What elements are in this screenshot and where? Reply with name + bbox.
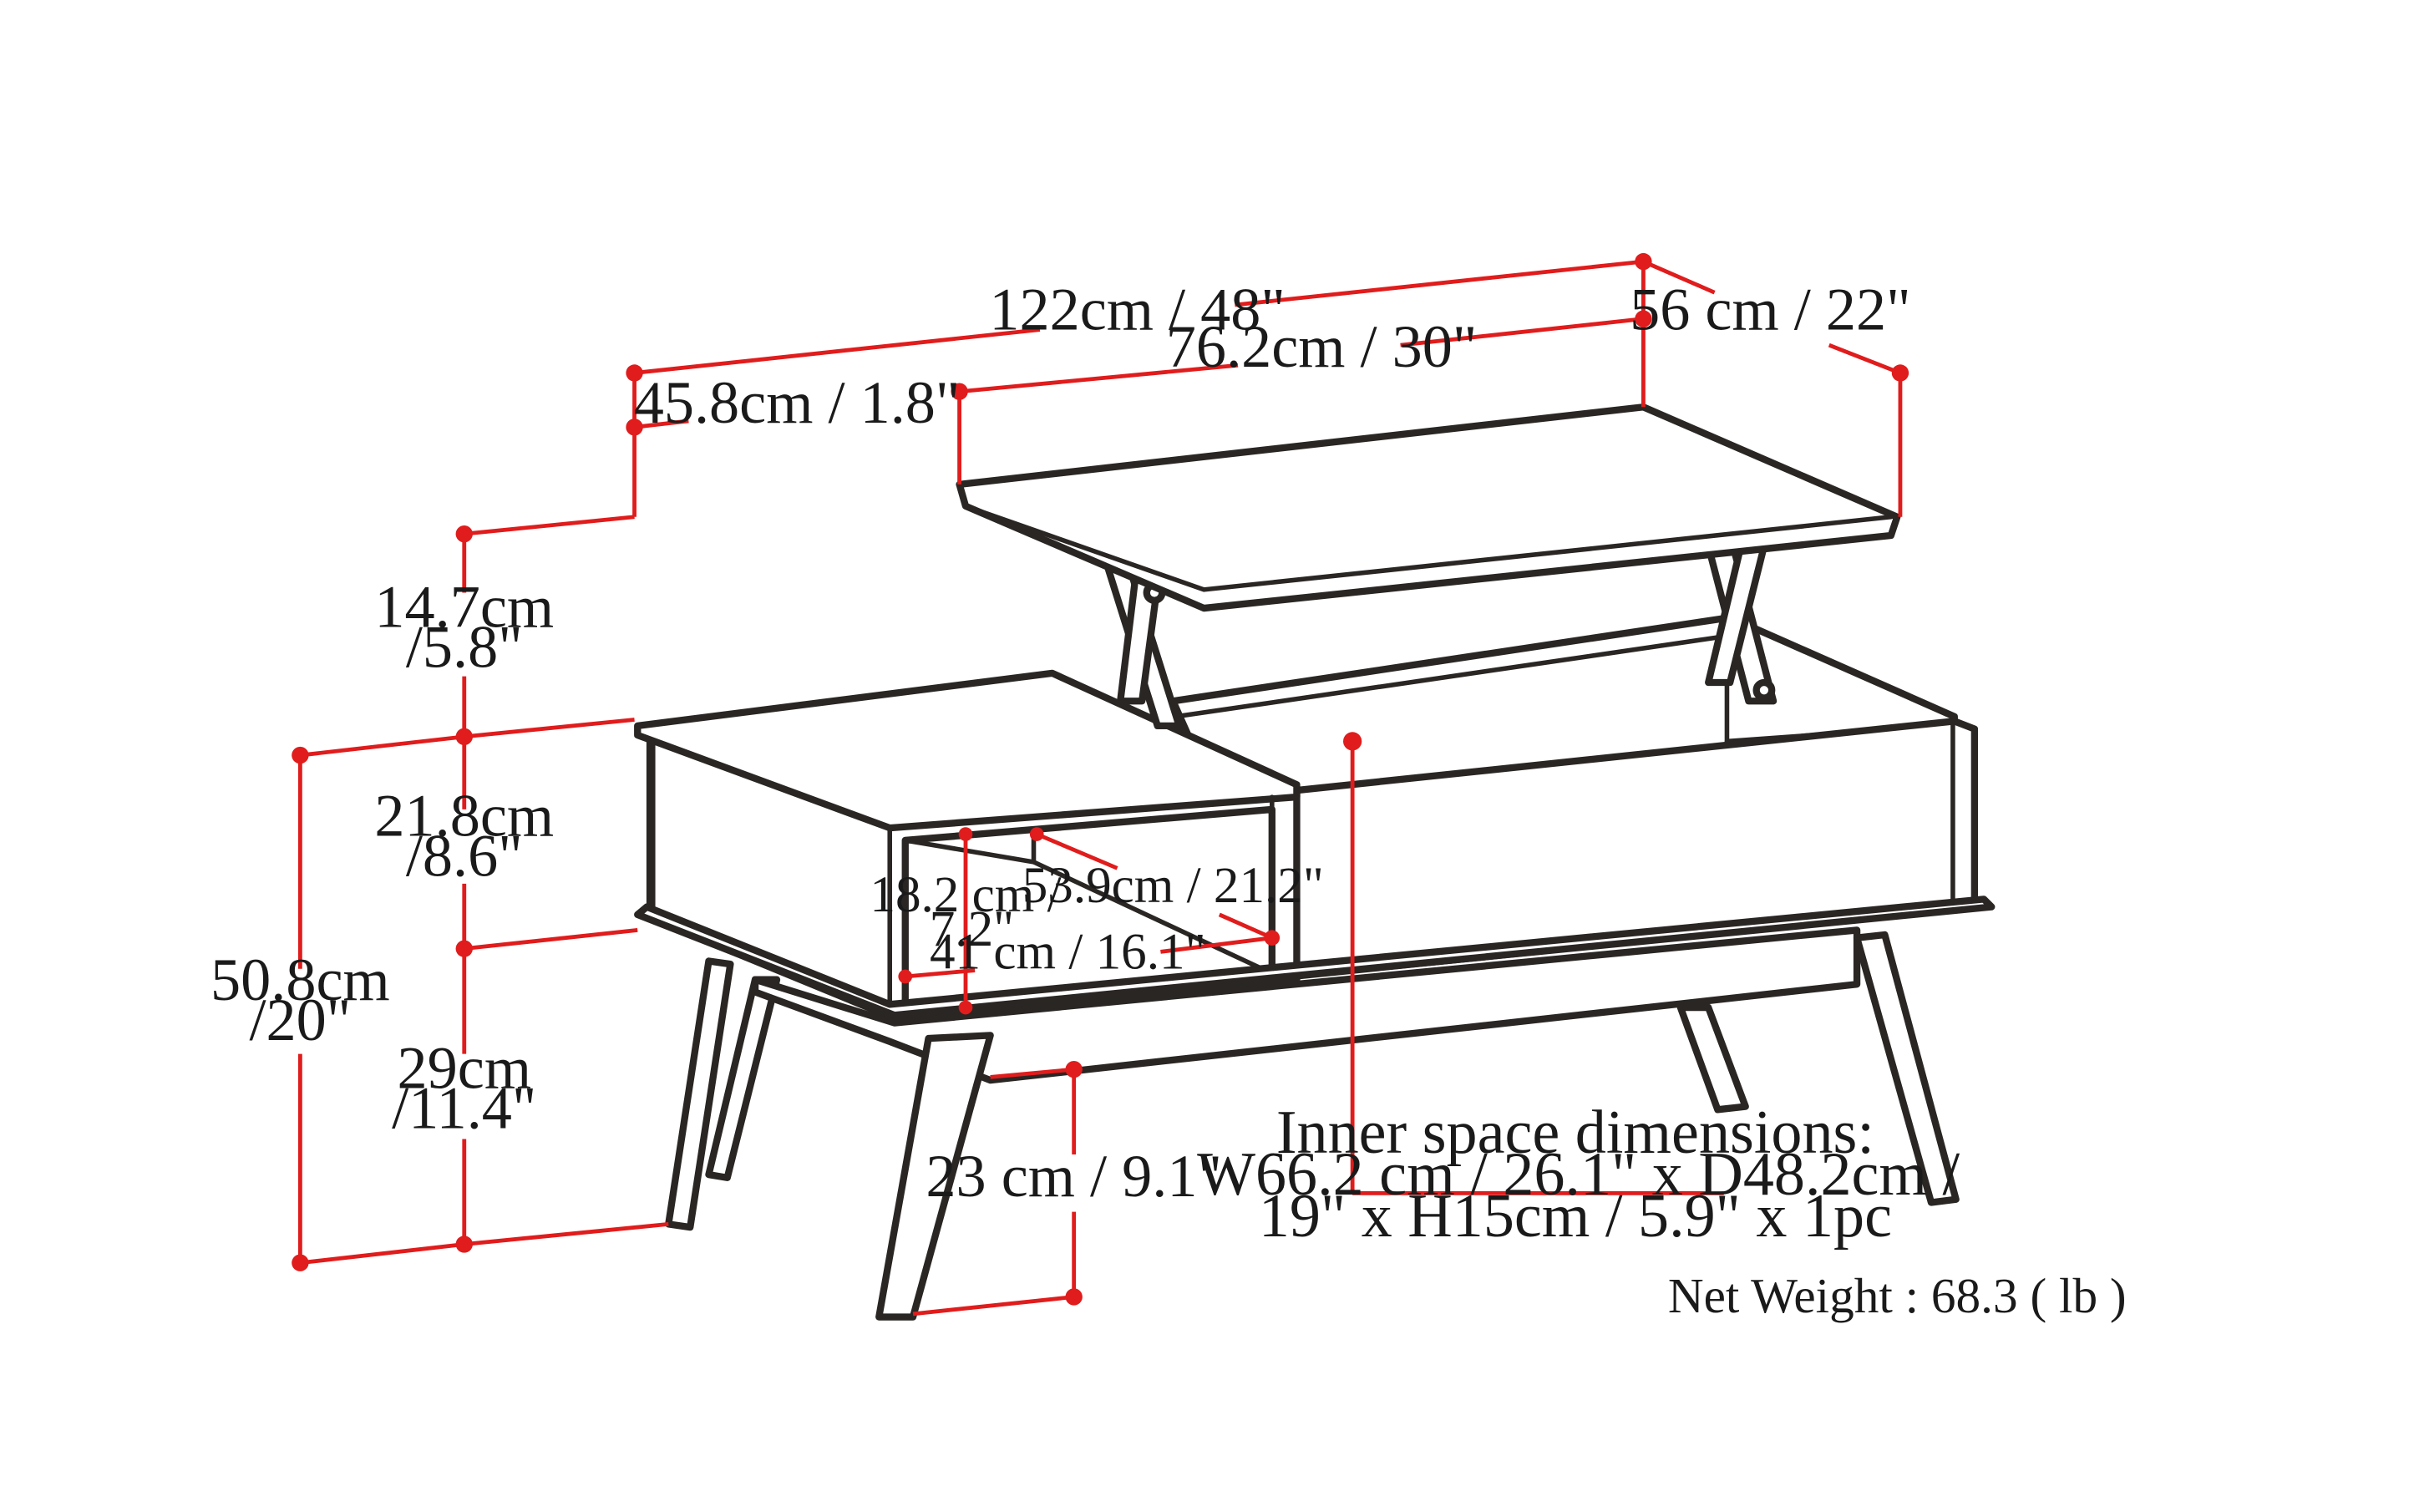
leg-height-label-1: 29cm [398, 1034, 532, 1101]
net-weight-label: Net Weight : 68.3 ( lb ) [1668, 1268, 2127, 1323]
cubby-depth-line-bottom [1218, 912, 1273, 940]
top-ext-line [464, 718, 635, 739]
dot [1264, 930, 1281, 946]
dot [626, 364, 643, 382]
top-height-label-1: 21.8cm [374, 782, 554, 849]
left-top-front-edge [887, 794, 1300, 830]
dot [455, 940, 473, 957]
back-right-leg [1676, 1003, 1749, 1114]
cubby-height-label-1: 18.2 cm / [870, 867, 1061, 923]
dot [1891, 364, 1909, 382]
lift-width-line-left [959, 363, 1239, 394]
dot [1635, 310, 1652, 327]
inner-space-title: Inner space dimensions: [1276, 1098, 1874, 1167]
top-height-label-2: /8.6" [406, 823, 523, 890]
cubby-width-label: 41 cm / 16.1" [930, 925, 1206, 981]
depth-line-bottom [1828, 342, 1901, 375]
clearance-bottom-ext [912, 1295, 1074, 1317]
dimension-lines [297, 259, 1903, 1317]
dot [1029, 827, 1044, 841]
depth-line-top [1642, 259, 1716, 295]
overall-width-line-right [1235, 259, 1644, 307]
apron [751, 926, 1861, 1084]
overall-width-line-left [634, 327, 1041, 375]
front-right-leg [1853, 931, 1960, 1206]
lift-width-line-right [1400, 317, 1644, 348]
base-frame [634, 896, 1996, 1019]
lift-height-top-ext [464, 515, 635, 536]
dot [1635, 252, 1652, 271]
right-hinge [1752, 678, 1776, 702]
total-top-ext [300, 734, 465, 758]
dot [455, 525, 473, 543]
total-bottom-ext [300, 1242, 465, 1266]
cubby-height-label-2: 7.2" [930, 901, 1014, 957]
leg-clearance-label: 23 cm / 9.1" [926, 1143, 1222, 1210]
dot [292, 746, 309, 764]
left-section-width-label: 45.8cm / 1.8" [634, 369, 961, 436]
dot [1065, 1060, 1083, 1078]
front-center-leg [875, 1032, 994, 1321]
dot [455, 728, 473, 746]
dot [958, 827, 973, 841]
coffee-table-illustration [634, 403, 1996, 1321]
cubby-width-line-left [905, 968, 976, 979]
lift-top-front-edge [963, 504, 1894, 592]
depth-label: 56 cm / 22" [1630, 277, 1911, 343]
dot [898, 969, 913, 984]
inner-space-line-2: W66.2 cm / 26.1" x D48.2cm / [1197, 1140, 1960, 1209]
dot [626, 419, 643, 436]
dot [1343, 732, 1362, 751]
dot [951, 383, 968, 400]
dimension-dots [292, 252, 1909, 1306]
cubby-depth-label: 53.9cm / 21.2" [1022, 858, 1324, 914]
leg-bottom-ext [464, 1222, 669, 1246]
left-section-line [634, 419, 689, 429]
dot [455, 1235, 473, 1253]
total-height-label-2: /20" [249, 987, 351, 1053]
dot [958, 1000, 973, 1015]
total-height-label-1: 50.8cm [210, 946, 390, 1013]
box-back-rim [1174, 633, 1730, 719]
cubby-depth-line-top [1036, 832, 1118, 870]
dot [292, 1254, 309, 1271]
dimension-labels: 122cm / 48" 76.2cm / 30" 56 cm / 22" 45.… [210, 277, 2127, 1323]
lift-top-width-label: 76.2cm / 30" [1166, 313, 1478, 380]
cubby-width-line-right [1160, 936, 1273, 954]
inner-space-line-3: 19" x H15cm / 5.9" x 1pc [1259, 1182, 1892, 1251]
front-left-leg-inner [665, 957, 734, 1231]
leg-height-label-2: /11.4" [392, 1075, 536, 1142]
lift-height-label-2: /5.8" [406, 613, 523, 680]
lift-height-label-1: 14.7cm [374, 573, 554, 640]
leg-top-ext [464, 928, 638, 951]
clearance-top-ext [990, 1067, 1074, 1079]
dot [1065, 1288, 1083, 1306]
back-left-leg [705, 976, 781, 1181]
overall-width-label: 122cm / 48" [989, 277, 1286, 343]
